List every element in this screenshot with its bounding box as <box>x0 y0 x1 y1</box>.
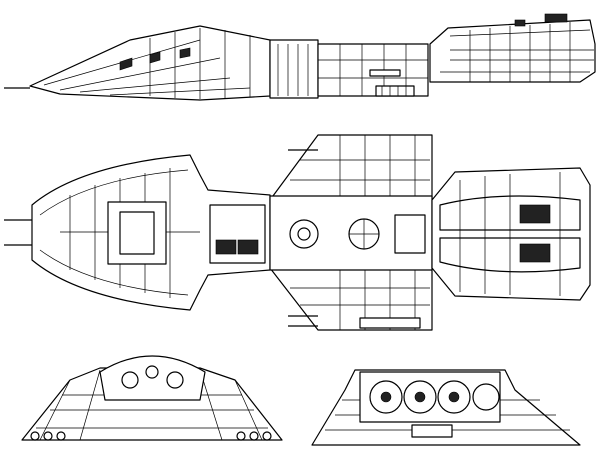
rear-view <box>311 369 581 446</box>
side-view <box>4 13 596 101</box>
top-view <box>4 134 591 331</box>
front-view <box>21 355 283 441</box>
